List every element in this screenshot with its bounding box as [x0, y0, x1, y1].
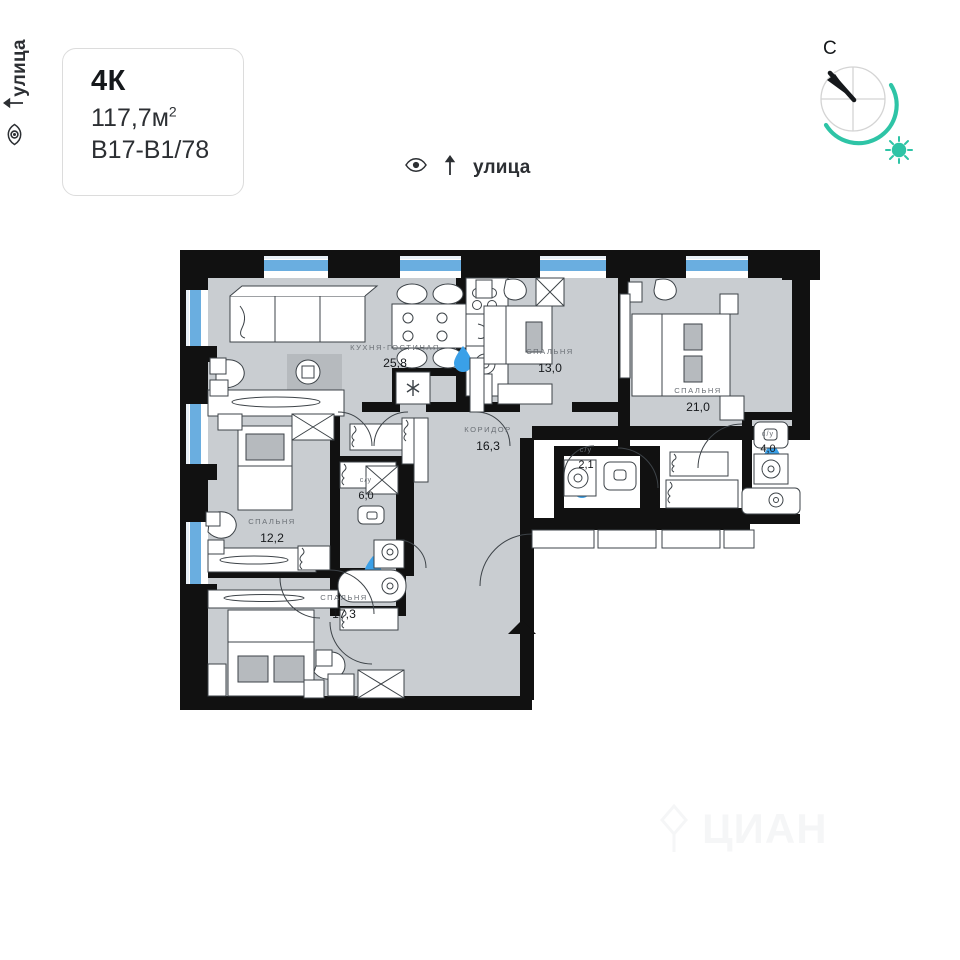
area-bedroom-17: 17,3	[332, 607, 356, 621]
area-value: 117,7м	[91, 104, 169, 132]
arrow-left-icon	[3, 97, 29, 109]
entrance-triangle-icon	[508, 620, 536, 634]
compass-rose: С	[805, 38, 925, 177]
street-label-top: улица	[405, 155, 531, 180]
label-bedroom-12: СПАЛЬНЯ	[248, 517, 296, 526]
area-bathroom-6: 6,0	[358, 490, 373, 502]
label-corridor: КОРИДОР	[464, 425, 511, 434]
apartment-area: 117,7м2	[91, 103, 243, 134]
eye-icon	[405, 158, 427, 177]
label-bathroom-4: с/у	[762, 429, 775, 438]
street-name-left: улица	[9, 39, 30, 97]
furniture-bedroom-13	[473, 277, 565, 405]
label-bedroom-17: СПАЛЬНЯ	[320, 593, 368, 602]
area-bedroom-13: 13,0	[538, 361, 562, 375]
label-bathroom-6: с/у	[360, 475, 373, 484]
rug-coffee-table	[287, 354, 342, 390]
watermark-text: ЦИАН	[702, 808, 828, 850]
area-corridor: 16,3	[476, 439, 500, 453]
sun-icon	[885, 136, 913, 164]
arrow-up-icon	[444, 155, 456, 180]
fixtures-bathroom-4	[741, 421, 801, 515]
area-bathroom-4: 4,0	[760, 443, 775, 455]
furniture-kitchen-living	[229, 285, 379, 343]
compass-north-label: С	[823, 38, 837, 59]
furniture-bedroom-17	[207, 589, 405, 699]
floor-plan: КУХНЯ-ГОСТИНАЯ 25,8 СПАЛЬНЯ 13,0 СПАЛЬНЯ…	[180, 250, 820, 710]
fridge	[395, 371, 431, 405]
wardrobes	[349, 357, 755, 549]
door-swings	[279, 411, 743, 665]
apartment-code: B17-B1/78	[91, 136, 210, 165]
cian-watermark: ЦИАН	[650, 800, 910, 860]
apartment-info-card: 4К 117,7м2 B17-B1/78	[62, 48, 244, 196]
area-bedroom-21: 21,0	[686, 400, 710, 414]
fixtures-bathroom-2	[563, 459, 637, 497]
label-bedroom-13: СПАЛЬНЯ	[526, 347, 574, 356]
street-name-top: улица	[473, 156, 531, 178]
floor-plan-svg: КУХНЯ-ГОСТИНАЯ 25,8 СПАЛЬНЯ 13,0 СПАЛЬНЯ…	[180, 250, 820, 710]
label-bedroom-21: СПАЛЬНЯ	[674, 386, 722, 395]
window-glazing-group	[186, 256, 750, 584]
street-label-left: улица	[0, 0, 40, 160]
area-kitchen-living: 25,8	[383, 356, 407, 370]
area-bedroom-12: 12,2	[260, 531, 284, 545]
area-unit-exponent: 2	[168, 103, 177, 120]
water-drop-kitchen	[454, 346, 472, 372]
tv-console	[207, 379, 345, 417]
label-kitchen-living: КУХНЯ-ГОСТИНАЯ	[350, 343, 440, 352]
room-count: 4К	[91, 65, 126, 97]
furniture-bedroom-12	[205, 413, 335, 573]
room-labels: КУХНЯ-ГОСТИНАЯ 25,8 СПАЛЬНЯ 13,0 СПАЛЬНЯ…	[248, 343, 775, 621]
eye-icon	[7, 123, 27, 146]
exterior-walls	[180, 250, 820, 710]
label-bathroom-2: с/у	[580, 445, 593, 454]
area-bathroom-2: 2,1	[578, 459, 593, 471]
compass-graphic	[820, 66, 913, 164]
furniture-bedroom-21	[619, 278, 745, 421]
